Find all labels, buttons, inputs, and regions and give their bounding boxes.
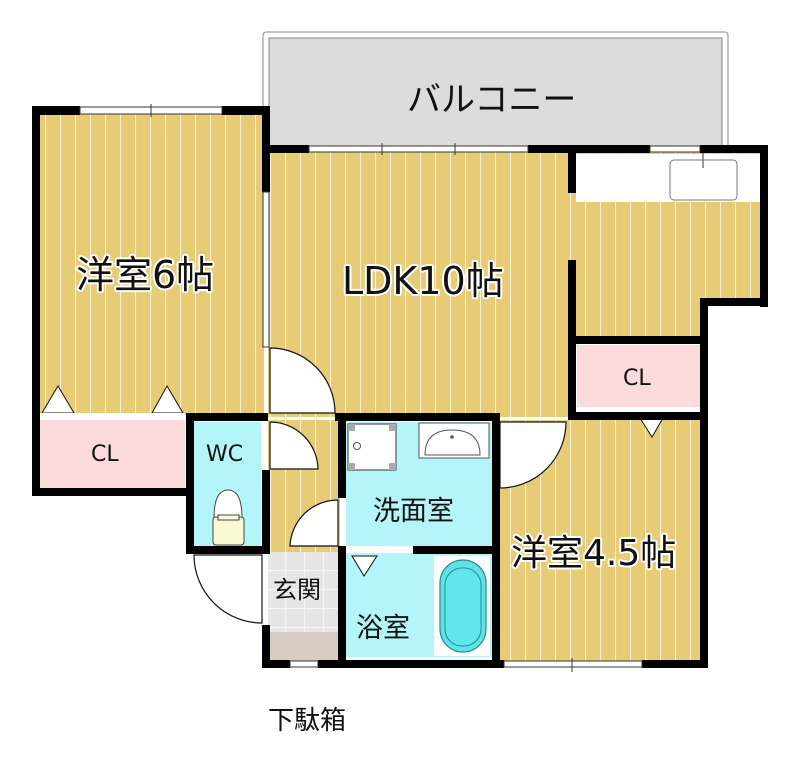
washing-machine-space <box>347 423 397 471</box>
closet-right-label: CL <box>623 366 651 391</box>
toilet <box>212 489 245 546</box>
balcony-label: バルコニー <box>407 80 577 120</box>
wash-basin <box>418 422 490 459</box>
closet-right-floor <box>577 345 701 407</box>
door-swings <box>193 347 567 624</box>
washroom-label: 洗面室 <box>373 496 454 527</box>
closet-left-label: CL <box>91 442 119 467</box>
windows <box>79 104 701 672</box>
entrance-floor <box>268 552 340 632</box>
ldk-label: LDK10帖 <box>342 259 504 303</box>
bathroom-label: 浴室 <box>356 613 410 644</box>
closet-left-floor <box>40 420 185 490</box>
shoe-box <box>268 632 340 662</box>
wc-label: WC <box>206 442 244 467</box>
balcony <box>262 31 729 153</box>
bathtub <box>439 559 487 653</box>
entrance-label: 玄関 <box>273 576 321 604</box>
walls <box>32 106 768 668</box>
shoe-box-label: 下駄箱 <box>268 706 347 736</box>
western-6-label: 洋室6帖 <box>76 253 215 297</box>
western-6-floor <box>40 113 264 415</box>
western-45-label: 洋室4.5帖 <box>511 533 677 574</box>
